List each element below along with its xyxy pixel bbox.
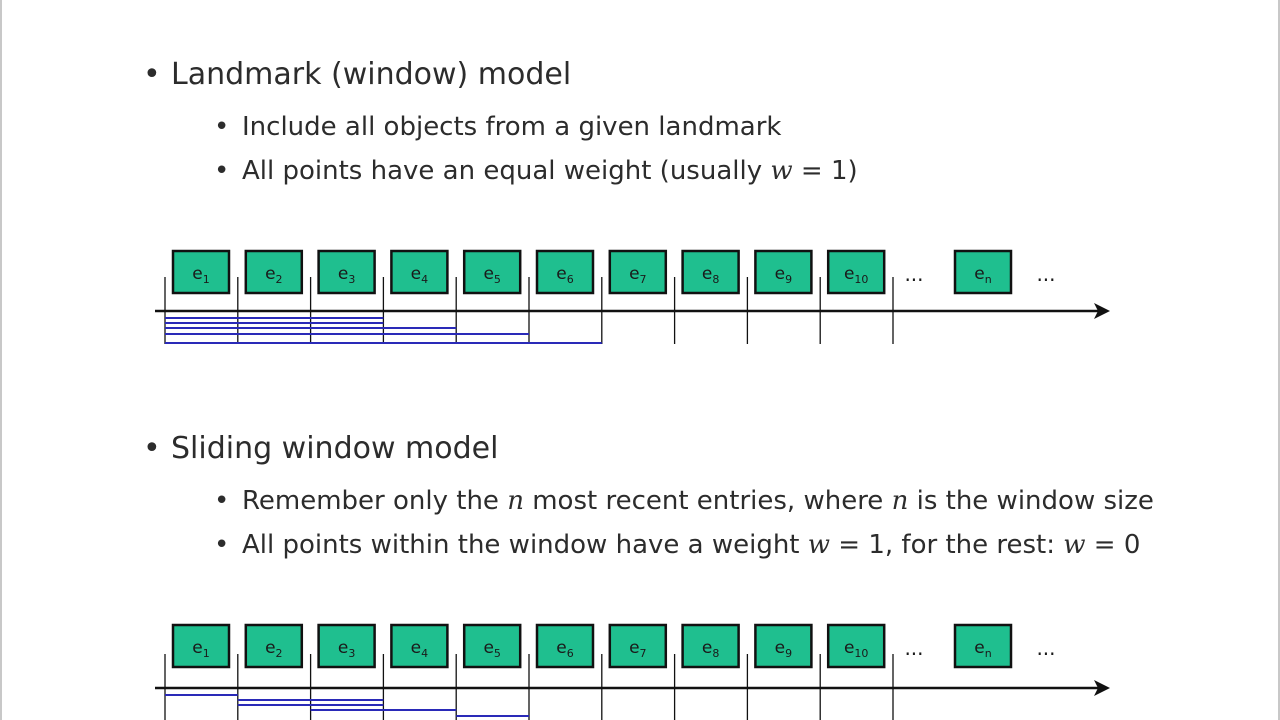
bullet-icon: • [143, 431, 161, 466]
sliding-point-1: •Remember only the n most recent entries… [214, 486, 1154, 516]
slide-left-border [0, 0, 2, 720]
gap-ellipsis: ... [904, 262, 923, 286]
element-box-5 [462, 623, 522, 669]
bullet-icon: • [143, 57, 161, 92]
element-box-8 [681, 249, 740, 295]
bullet-icon: • [214, 486, 230, 516]
element-box-1 [171, 249, 231, 295]
trailing-ellipsis: ... [1036, 262, 1055, 286]
slide-right-border [1278, 0, 1280, 720]
element-box-10 [826, 623, 886, 669]
trailing-ellipsis: ... [1036, 636, 1055, 660]
element-box-10 [826, 249, 886, 295]
element-box-5 [462, 249, 522, 295]
element-box-7 [608, 623, 668, 669]
element-box-1 [171, 623, 231, 669]
element-box-2 [244, 623, 304, 669]
element-box-4 [390, 249, 449, 295]
element-box-3 [317, 249, 376, 295]
bullet-icon: • [214, 530, 230, 560]
element-box-6 [535, 249, 595, 295]
element-box-9 [754, 249, 813, 295]
time-axis-arrow-icon [1094, 680, 1110, 696]
element-box-4 [390, 623, 449, 669]
element-box-3 [317, 623, 376, 669]
landmark-point-2: •All points have an equal weight (usuall… [214, 156, 858, 186]
element-box-n [953, 249, 1013, 295]
element-box-6 [535, 623, 595, 669]
landmark-heading: •Landmark (window) model [143, 57, 572, 92]
sliding-point-2: •All points within the window have a wei… [214, 530, 1141, 560]
time-axis-arrow-icon [1094, 303, 1110, 319]
bullet-icon: • [214, 112, 230, 142]
element-box-n [953, 623, 1013, 669]
gap-ellipsis: ... [904, 636, 923, 660]
element-box-8 [681, 623, 740, 669]
bullet-icon: • [214, 156, 230, 186]
landmark-point-1: •Include all objects from a given landma… [214, 112, 782, 142]
element-box-7 [608, 249, 668, 295]
element-box-2 [244, 249, 304, 295]
element-box-9 [754, 623, 813, 669]
sliding-heading: •Sliding window model [143, 431, 499, 466]
